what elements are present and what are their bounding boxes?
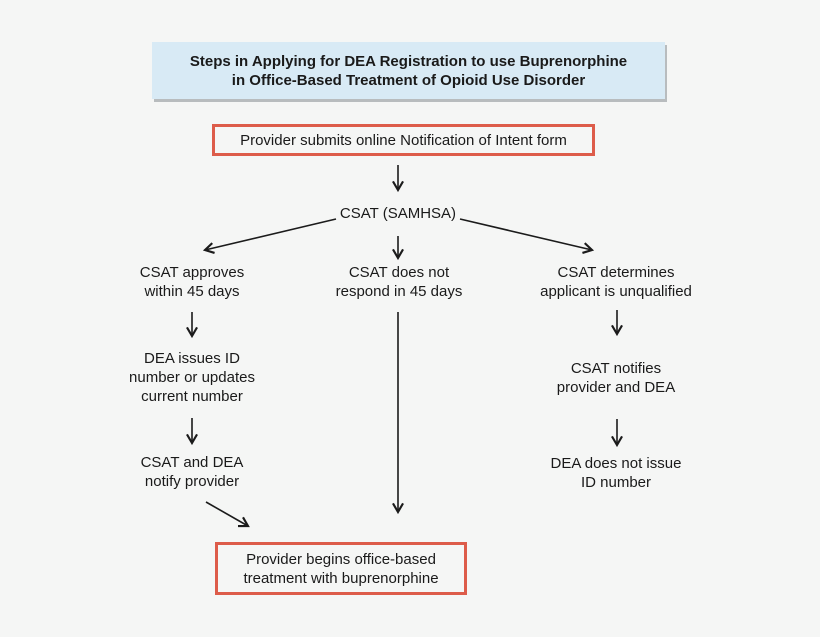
arrow-notify-to-end	[205, 501, 250, 528]
node-csat-no-response: CSAT does not respond in 45 days	[335, 264, 463, 300]
node-csat-notifies-provider-dea: CSAT notifies provider and DEA	[556, 360, 676, 396]
node-csat-approves: CSAT approves within 45 days	[139, 264, 245, 300]
node-csat-unqualified: CSAT determines applicant is unqualified	[540, 264, 692, 300]
node-provider-begins-treatment: Provider begins office-based treatment w…	[215, 542, 467, 595]
node-csat-dea-notify-provider: CSAT and DEA notify provider	[140, 454, 244, 490]
arrow-csat-to-unqualified	[459, 218, 595, 254]
node-csat-samhsa: CSAT (SAMHSA)	[339, 205, 457, 222]
arrow-csat-to-approve	[202, 218, 337, 254]
node-dea-no-id-number: DEA does not issue ID number	[550, 455, 682, 491]
node-provider-submits-noi: Provider submits online Notification of …	[212, 124, 595, 156]
node-dea-issues-id: DEA issues ID number or updates current …	[129, 350, 255, 405]
flowchart-title: Steps in Applying for DEA Registration t…	[152, 42, 665, 99]
